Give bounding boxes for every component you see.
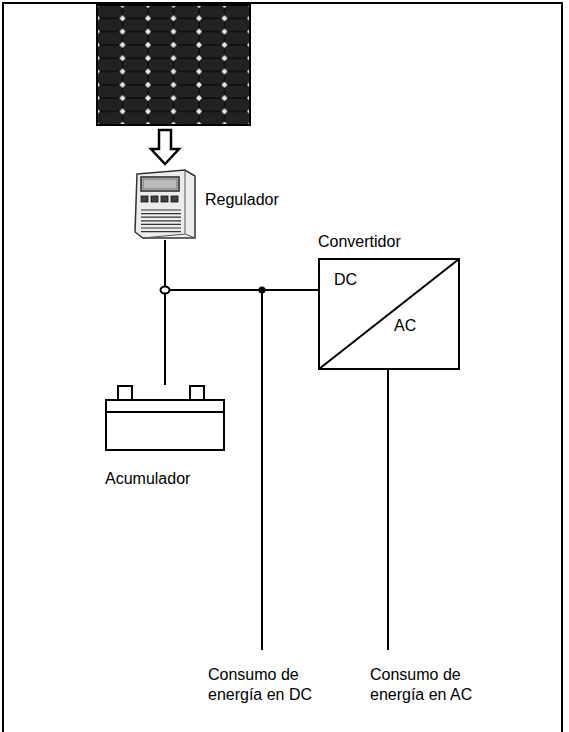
regulator-icon: Regulador (133, 168, 197, 240)
converter-box: ConvertidorDCAC (318, 258, 460, 370)
ac-wire (387, 370, 389, 650)
wire (165, 290, 318, 385)
component-label: Regulador (205, 190, 279, 209)
junction-ring (161, 287, 170, 294)
solar-panel (97, 5, 250, 125)
frame (3, 3, 562, 732)
regulator-icon-outline (133, 168, 197, 240)
port-label: AC (394, 316, 416, 335)
load-label: Consumo de energía en DC (208, 665, 328, 705)
flow-arrow (151, 130, 179, 164)
dc-wire (261, 290, 263, 650)
component-label: Acumulador (105, 469, 190, 488)
battery-symbol-outline (105, 385, 225, 451)
port-label: DC (334, 270, 357, 289)
component-label: Convertidor (318, 232, 401, 251)
wire (165, 240, 318, 290)
load-label: Consumo de energía en AC (370, 665, 490, 705)
battery-symbol: Acumulador (105, 385, 225, 451)
